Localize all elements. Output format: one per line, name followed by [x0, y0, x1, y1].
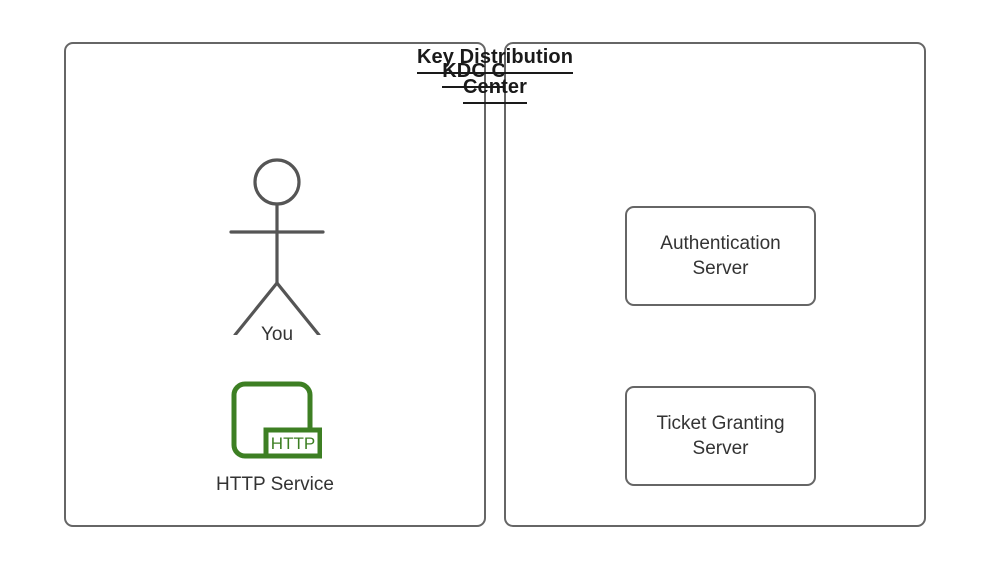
authentication-server-label-line-1: Authentication [660, 233, 781, 254]
authentication-server-label-line-2: Server [692, 258, 749, 279]
http-service-label: HTTP Service [216, 474, 334, 495]
ticket-granting-server-box: Ticket Granting Server [625, 386, 816, 486]
svg-text:HTTP: HTTP [271, 434, 315, 453]
authentication-server-label: Authentication Server [650, 231, 790, 281]
panel-title-key-distribution-center: Key Distribution Center [0, 44, 990, 104]
ticket-granting-server-label-line-1: Ticket Granting [656, 413, 785, 434]
authentication-server-box: Authentication Server [625, 206, 816, 306]
ticket-granting-server-label: Ticket Granting Server [646, 411, 794, 461]
actor-label-you: You [260, 324, 294, 345]
http-service-icon: HTTP [230, 380, 322, 460]
actor-stick-figure-icon [207, 155, 347, 335]
panel-title-kdc-line-2: Center [0, 74, 990, 104]
panel-title-kdc-line-1: Key Distribution [0, 44, 990, 74]
ticket-granting-server-label-line-2: Server [692, 438, 749, 459]
